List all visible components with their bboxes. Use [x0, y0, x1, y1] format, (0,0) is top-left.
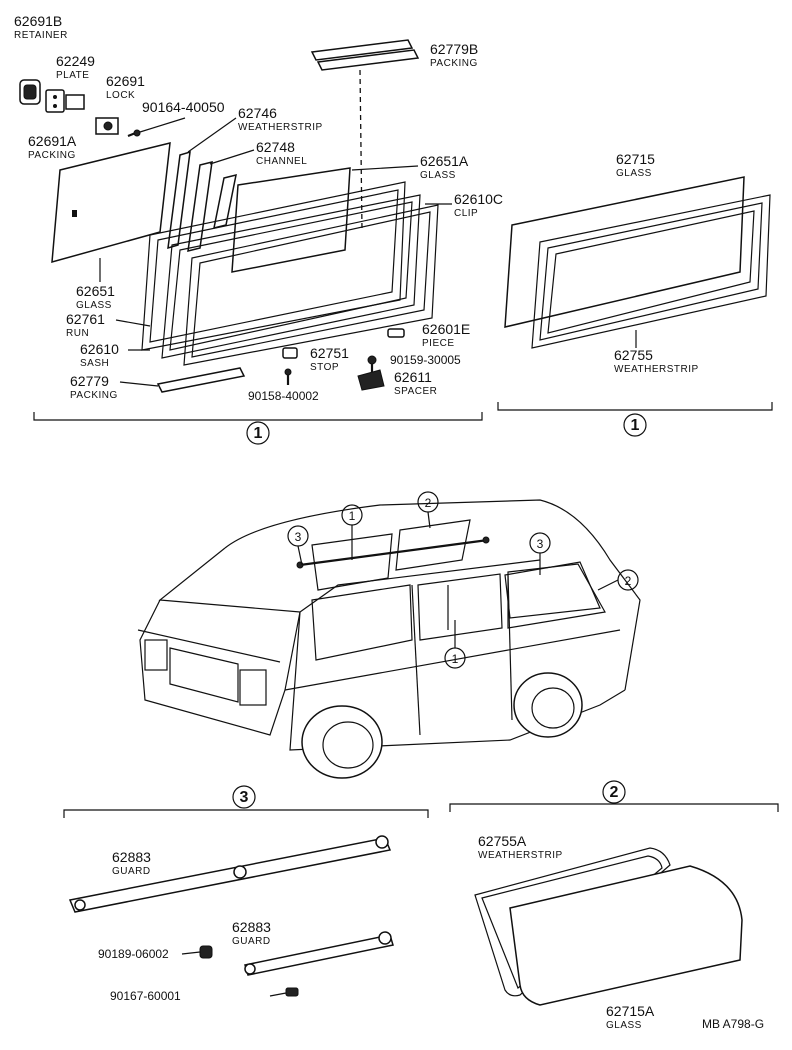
screw-90158: [284, 368, 292, 385]
svg-text:WEATHERSTRIP: WEATHERSTRIP: [614, 364, 699, 375]
group-bracket-3: [63, 809, 429, 818]
svg-text:90167-60001: 90167-60001: [110, 989, 181, 1003]
packing-62779b: [310, 39, 420, 231]
guard-short: [244, 931, 394, 976]
screw-part: [127, 117, 186, 138]
svg-text:SASH: SASH: [80, 358, 109, 369]
svg-text:PIECE: PIECE: [422, 338, 455, 349]
svg-text:2: 2: [610, 784, 619, 801]
svg-text:PACKING: PACKING: [430, 58, 478, 69]
svg-text:62249: 62249: [56, 53, 95, 69]
bolt-90167: [285, 987, 299, 997]
svg-text:62883: 62883: [232, 919, 271, 935]
svg-text:1: 1: [452, 652, 459, 666]
stop-part: [282, 347, 298, 359]
retainer-part: [19, 79, 41, 105]
weatherstrip-62746: [167, 150, 191, 250]
glass-62715a: [509, 865, 743, 1006]
sash-frames: [141, 181, 439, 366]
svg-text:SPACER: SPACER: [394, 386, 437, 397]
svg-text:62611: 62611: [394, 369, 432, 385]
group-labels: 1 1 3 2 1 3 2 3 2 1: [232, 413, 647, 809]
svg-text:90164-40050: 90164-40050: [142, 99, 225, 115]
svg-text:3: 3: [240, 789, 249, 806]
svg-text:GLASS: GLASS: [420, 170, 456, 181]
piece-part: [387, 328, 405, 338]
glass-62651a: [231, 167, 351, 273]
svg-text:3: 3: [295, 530, 302, 544]
weatherstrip-62755: [531, 194, 771, 349]
svg-text:62610: 62610: [80, 341, 119, 357]
svg-text:GLASS: GLASS: [616, 168, 652, 179]
svg-text:62691: 62691: [106, 73, 145, 89]
svg-text:STOP: STOP: [310, 362, 339, 373]
svg-text:CHANNEL: CHANNEL: [256, 156, 307, 167]
svg-text:PACKING: PACKING: [28, 150, 76, 161]
svg-text:GLASS: GLASS: [606, 1020, 642, 1031]
svg-text:62751: 62751: [310, 345, 349, 361]
svg-text:62715: 62715: [616, 151, 655, 167]
svg-text:62651: 62651: [76, 283, 115, 299]
svg-text:RUN: RUN: [66, 328, 89, 339]
svg-text:2: 2: [625, 574, 632, 588]
diagram-reference: MB A798-G: [702, 1017, 764, 1031]
svg-text:1: 1: [349, 509, 356, 523]
svg-text:62715A: 62715A: [606, 1003, 655, 1019]
spacer-part: [357, 369, 385, 391]
svg-text:LOCK: LOCK: [106, 90, 135, 101]
svg-text:62748: 62748: [256, 139, 295, 155]
svg-text:62755A: 62755A: [478, 833, 527, 849]
callout-circles: [287, 491, 639, 669]
svg-text:90158-40002: 90158-40002: [248, 389, 319, 403]
svg-text:90189-06002: 90189-06002: [98, 947, 169, 961]
group-bracket-2: [449, 803, 779, 812]
group-bracket-1b: [497, 402, 773, 411]
svg-text:62779: 62779: [70, 373, 109, 389]
svg-text:62883: 62883: [112, 849, 151, 865]
svg-text:RETAINER: RETAINER: [14, 30, 68, 41]
van-illustration: [137, 499, 641, 779]
nut-part: [199, 945, 213, 959]
svg-text:GUARD: GUARD: [112, 866, 151, 877]
svg-text:PACKING: PACKING: [70, 390, 118, 401]
part-labels: 62691B RETAINER 62249 PLATE 62691 LOCK 9…: [14, 13, 764, 1031]
svg-text:CLIP: CLIP: [454, 208, 478, 219]
svg-text:62691B: 62691B: [14, 13, 62, 29]
svg-text:62761: 62761: [66, 311, 105, 327]
packing-62779: [156, 367, 246, 393]
svg-text:62610C: 62610C: [454, 191, 503, 207]
svg-text:GUARD: GUARD: [232, 936, 271, 947]
svg-text:62746: 62746: [238, 105, 277, 121]
svg-text:62779B: 62779B: [430, 41, 478, 57]
svg-text:62651A: 62651A: [420, 153, 469, 169]
svg-text:3: 3: [537, 537, 544, 551]
svg-text:62755: 62755: [614, 347, 653, 363]
svg-text:62601E: 62601E: [422, 321, 470, 337]
bolt-90159: [367, 355, 377, 372]
channel-62748: [187, 161, 213, 252]
group-bracket-1a: [33, 412, 483, 421]
plate-part: [45, 89, 65, 113]
svg-text:WEATHERSTRIP: WEATHERSTRIP: [238, 122, 323, 133]
glass-62651: [51, 142, 171, 264]
guard-long: [68, 835, 392, 913]
svg-text:PLATE: PLATE: [56, 70, 89, 81]
svg-text:90159-30005: 90159-30005: [390, 353, 461, 367]
svg-text:2: 2: [425, 496, 432, 510]
svg-text:1: 1: [631, 417, 640, 434]
svg-text:62691A: 62691A: [28, 133, 77, 149]
svg-text:WEATHERSTRIP: WEATHERSTRIP: [478, 850, 563, 861]
svg-text:1: 1: [254, 425, 263, 442]
svg-text:GLASS: GLASS: [76, 300, 112, 311]
glass-62715: [504, 176, 745, 328]
lock-part: [65, 94, 119, 135]
